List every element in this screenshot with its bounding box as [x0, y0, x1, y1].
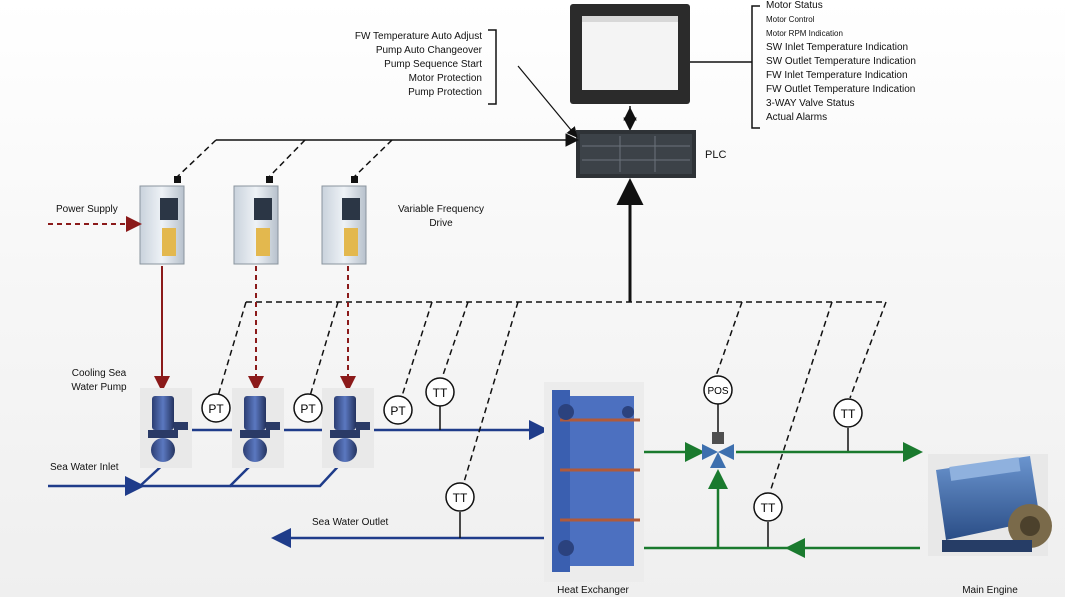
plc-box [576, 130, 696, 178]
status-item: SW Inlet Temperature Indication [766, 42, 909, 53]
svg-text:PT: PT [300, 402, 316, 416]
status-item: Actual Alarms [766, 112, 828, 123]
power-supply-label: Power Supply [56, 204, 118, 215]
svg-text:TT: TT [453, 491, 468, 505]
tt-fw-inlet-sensor: TT [753, 492, 783, 522]
tt-sw-inlet-sensor: TT [425, 377, 455, 407]
svg-text:TT: TT [761, 501, 776, 515]
feature-item: Pump Auto Changeover [375, 45, 482, 56]
status-bracket [751, 5, 760, 129]
svg-text:TT: TT [841, 407, 856, 421]
pump-2 [232, 388, 284, 468]
plc-feature-list: FW Temperature Auto Adjust Pump Auto Cha… [300, 30, 482, 100]
svg-text:PT: PT [390, 404, 406, 418]
heat-exchanger-label: Heat Exchanger [557, 585, 629, 596]
status-item: FW Inlet Temperature Indication [766, 70, 908, 81]
pump-1 [140, 388, 192, 468]
pos-sensor: POS [703, 375, 733, 405]
svg-text:POS: POS [707, 386, 728, 397]
feature-item: FW Temperature Auto Adjust [354, 31, 482, 42]
three-way-valve [702, 432, 734, 468]
vfd-1 [139, 185, 185, 265]
vfd-label: Variable Frequency Drive [398, 204, 484, 229]
feature-item: Motor Protection [408, 73, 482, 84]
heat-exchanger [544, 382, 644, 582]
pt-sensor-1: PT [201, 393, 231, 423]
features-to-plc-arrow [517, 65, 578, 138]
hmi-monitor [570, 4, 690, 104]
svg-text:TT: TT [433, 386, 448, 400]
status-item: Motor RPM Indication [766, 29, 843, 38]
pt-sensor-3: PT [383, 395, 413, 425]
main-engine [928, 454, 1052, 556]
sea-water-inlet-label: Sea Water Inlet [50, 462, 119, 473]
tt-sw-outlet-sensor: TT [445, 482, 475, 512]
status-item: FW Outlet Temperature Indication [766, 84, 916, 95]
pt-sensor-2: PT [293, 393, 323, 423]
sea-water-outlet-label: Sea Water Outlet [312, 517, 389, 528]
vfd-3 [321, 185, 367, 265]
plc-label: PLC [705, 149, 727, 161]
status-item: Motor Control [766, 15, 815, 24]
pump-3 [322, 388, 374, 468]
feature-bracket [488, 29, 497, 105]
feature-item: Pump Protection [408, 87, 482, 98]
status-item: SW Outlet Temperature Indication [766, 56, 916, 67]
status-item: Motor Status [766, 0, 823, 11]
feature-item: Pump Sequence Start [384, 59, 482, 70]
hmi-status-list: Motor Status Motor Control Motor RPM Ind… [766, 0, 1056, 125]
vfd-2 [233, 185, 279, 265]
status-item: 3-WAY Valve Status [766, 98, 855, 109]
cooling-pump-label: Cooling Sea Water Pump [71, 368, 127, 393]
svg-text:PT: PT [208, 402, 224, 416]
main-engine-label: Main Engine [962, 585, 1018, 596]
tt-fw-outlet-sensor: TT [833, 398, 863, 428]
